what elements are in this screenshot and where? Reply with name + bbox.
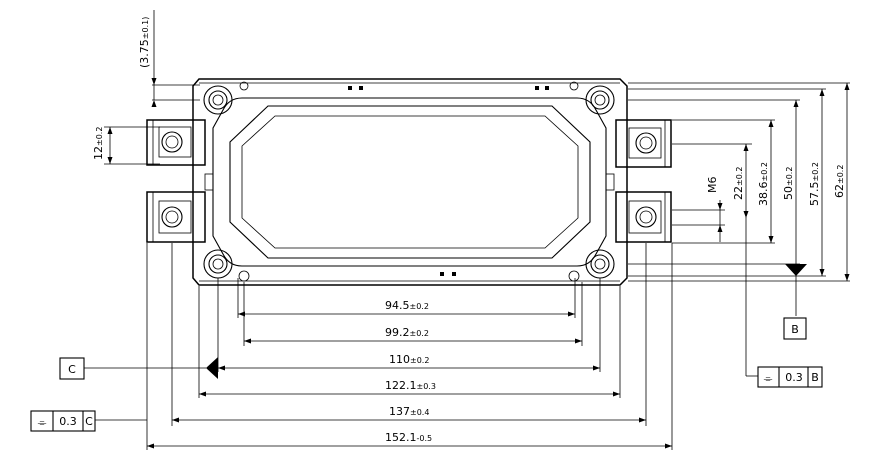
tolerance-b-symbol: ⌯ [764,372,773,385]
dim-left-pitch-value: 12 [92,146,105,160]
svg-text:110±0.2: 110±0.2 [389,353,429,366]
svg-text:38.6±0.2: 38.6±0.2 [757,162,770,206]
tolerance-frame-c: ⌯ 0.3 C [30,410,147,432]
dim-137-tol: ±0.4 [410,408,429,417]
dim-99-2-tol: ±0.2 [410,329,429,338]
dim-50-tol: ±0.2 [785,167,794,186]
svg-text:57.5±0.2: 57.5±0.2 [808,162,821,206]
dim-62: 62±0.2 [833,83,850,281]
dim-right-extensions [628,82,850,282]
dim-152-1-tol: -0.5 [417,434,433,443]
tolerance-c-symbol: ⌯ [38,416,47,429]
svg-text:12±0.2: 12±0.2 [92,127,105,160]
dim-57-5-tol: ±0.2 [811,162,820,181]
datum-c: C [59,357,218,380]
dim-99-2: 99.2±0.2 [244,326,582,344]
dim-top-offset: (3.75±0.1) [138,10,200,107]
dim-137: 137±0.4 [172,405,646,423]
dim-94-5: 94.5±0.2 [238,299,575,317]
dim-57-5-value: 57.5 [808,182,821,207]
dim-38-6-tol: ±0.2 [760,162,769,181]
terminal-left-lower [146,191,206,243]
terminal-left-upper [146,119,206,166]
svg-text:122.1±0.3: 122.1±0.3 [385,379,436,392]
svg-text:50±0.2: 50±0.2 [782,167,795,200]
svg-text:94.5±0.2: 94.5±0.2 [385,299,429,312]
dim-50-value: 50 [782,186,795,200]
dim-110: 110±0.2 [218,353,600,371]
dim-m6-label: M6 [706,177,719,194]
terminal-right-upper [615,119,672,168]
dim-99-2-value: 99.2 [385,326,410,339]
terminal-right-lower [615,191,672,243]
dim-122-1-value: 122.1 [385,379,417,392]
dim-22: 22±0.2 [732,144,749,376]
dim-110-tol: ±0.2 [410,356,429,365]
svg-text:152.1-0.5: 152.1-0.5 [385,431,432,444]
tolerance-frame-b: ⌯ 0.3 B [746,366,823,388]
dim-top-offset-tol: ±0.1) [141,17,150,40]
dim-left-pitch-tol: ±0.2 [95,127,104,146]
mounting-hole-top-right [569,81,615,115]
datum-c-label: C [68,363,76,376]
mounting-hole-top-left [203,81,249,115]
dim-94-5-value: 94.5 [385,299,410,312]
dim-38-6: 38.6±0.2 [757,120,774,243]
dim-57-5: 57.5±0.2 [808,89,825,276]
svg-text:22±0.2: 22±0.2 [732,167,745,200]
dim-152-1: 152.1-0.5 [147,431,672,449]
datum-b: B [783,264,807,340]
dim-22-tol: ±0.2 [735,167,744,186]
dim-62-tol: ±0.2 [836,165,845,184]
housing-body [192,78,628,286]
dim-110-value: 110 [389,353,410,366]
dim-62-value: 62 [833,184,846,198]
dim-50: 50±0.2 [782,100,799,316]
dim-94-5-tol: ±0.2 [410,302,429,311]
dim-38-6-value: 38.6 [757,182,770,207]
dim-122-1-tol: ±0.3 [417,382,436,391]
svg-text:(3.75±0.1): (3.75±0.1) [138,17,151,68]
svg-text:137±0.4: 137±0.4 [389,405,429,418]
dim-22-value: 22 [732,186,745,200]
svg-text:99.2±0.2: 99.2±0.2 [385,326,429,339]
tolerance-c-value: 0.3 [59,415,77,428]
mounting-hole-bottom-right [568,249,615,282]
dim-137-value: 137 [389,405,410,418]
dim-top-offset-value: (3.75 [138,39,151,68]
dim-bottom-extensions [146,243,673,450]
svg-text:62±0.2: 62±0.2 [833,165,846,198]
dim-m6: M6 [706,177,723,242]
dim-122-1: 122.1±0.3 [199,379,620,397]
datum-b-label: B [791,323,799,336]
tolerance-b-ref: B [811,371,819,384]
tolerance-b-value: 0.3 [785,371,803,384]
dim-left-pitch: 12±0.2 [92,127,160,165]
tolerance-c-ref: C [85,415,93,428]
dim-152-1-value: 152.1 [385,431,417,444]
